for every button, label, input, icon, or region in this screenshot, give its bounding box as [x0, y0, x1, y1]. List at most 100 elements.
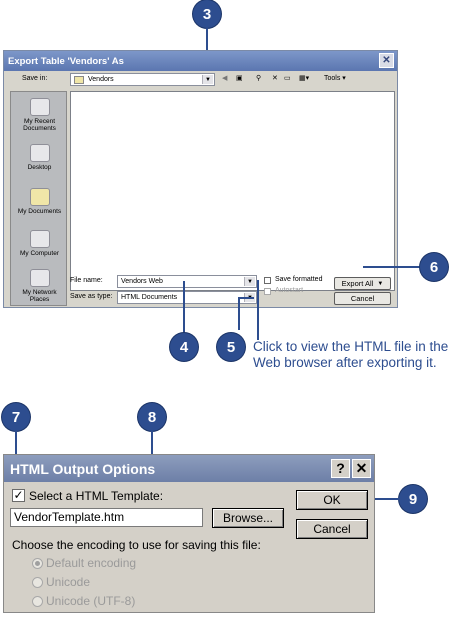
- save-in-select[interactable]: Vendors ▼: [70, 73, 215, 86]
- help-icon: ?: [336, 460, 345, 476]
- place-my-computer[interactable]: My Computer: [11, 230, 68, 257]
- export-all-label: Export All: [341, 279, 374, 288]
- save-type-value: HTML Documents: [121, 294, 178, 301]
- template-path-input[interactable]: VendorTemplate.htm: [10, 508, 203, 527]
- callout-3-number: 3: [202, 5, 212, 23]
- place-my-documents[interactable]: My Documents: [11, 188, 68, 215]
- network-icon: [29, 269, 50, 287]
- callout-9-number: 9: [408, 490, 418, 508]
- encoding-label: Choose the encoding to use for saving th…: [12, 538, 261, 552]
- callout-4: 4: [170, 333, 198, 361]
- autostart-label: Autostart: [275, 287, 304, 294]
- note-line-1: Click to view the HTML file in the: [253, 339, 449, 354]
- views-icon[interactable]: ▦▾: [299, 75, 310, 82]
- export-dialog-titlebar: Export Table 'Vendors' As ✕: [4, 51, 397, 71]
- radio-unicode[interactable]: [32, 577, 43, 588]
- callout-5-line-h: [238, 297, 254, 299]
- file-list[interactable]: [70, 91, 395, 291]
- html-dialog-title: HTML Output Options: [10, 460, 156, 477]
- close-button[interactable]: ✕: [379, 53, 394, 68]
- callout-6-number: 6: [429, 258, 439, 276]
- radio-default-encoding[interactable]: [32, 558, 43, 569]
- cancel-button[interactable]: Cancel: [334, 292, 391, 305]
- callout-6: 6: [420, 253, 448, 281]
- tools-label: Tools: [324, 75, 341, 82]
- place-label: My Recent: [23, 118, 56, 125]
- html-dialog-titlebar: HTML Output Options ? ✕: [4, 455, 374, 482]
- my-documents-icon: [29, 188, 50, 206]
- callout-6-line: [363, 266, 425, 268]
- recent-documents-icon: [29, 98, 50, 116]
- callout-5-number: 5: [226, 338, 236, 356]
- encoding-option-label: Unicode (UTF-8): [46, 594, 136, 608]
- file-name-value: Vendors Web: [121, 278, 163, 285]
- radio-unicode-utf8[interactable]: [32, 596, 43, 607]
- place-label: My Network: [22, 289, 57, 296]
- callout-8-number: 8: [147, 408, 157, 426]
- save-in-label: Save in:: [22, 75, 48, 82]
- chevron-down-icon: ▼: [244, 277, 255, 286]
- callout-8: 8: [138, 403, 166, 431]
- folder-icon: [74, 75, 84, 84]
- export-dialog-title: Export Table 'Vendors' As: [8, 55, 124, 67]
- autostart-checkbox[interactable]: [264, 288, 271, 295]
- callout-7: 7: [2, 403, 30, 431]
- tools-menu[interactable]: Tools ▾: [324, 75, 346, 82]
- place-label: Desktop: [27, 164, 52, 171]
- export-dialog: Export Table 'Vendors' As ✕ Save in: Ven…: [3, 50, 398, 308]
- checkmark-icon: ✓: [13, 488, 24, 502]
- save-formatted-label: Save formatted: [275, 276, 323, 283]
- place-label: Places: [29, 296, 50, 303]
- callout-4-line: [183, 281, 185, 333]
- template-path-value: VendorTemplate.htm: [14, 510, 125, 524]
- callout-9: 9: [399, 485, 427, 513]
- note-text: Click to view the HTML file in the Web b…: [253, 339, 448, 371]
- chevron-down-icon: ▼: [377, 280, 384, 287]
- callout-5-line: [238, 297, 240, 330]
- html-output-dialog: HTML Output Options ? ✕ ✓ Select a HTML …: [3, 454, 375, 613]
- save-type-select[interactable]: HTML Documents ▼: [117, 291, 257, 304]
- save-in-value: Vendors: [88, 76, 114, 83]
- back-icon[interactable]: ◀: [222, 75, 228, 82]
- desktop-icon: [29, 144, 50, 162]
- search-web-icon[interactable]: ⚲: [256, 75, 262, 82]
- file-name-label: File name:: [70, 277, 103, 284]
- callout-9-line: [365, 498, 399, 500]
- note-line: [257, 280, 259, 340]
- callout-3: 3: [193, 0, 221, 28]
- browse-label: Browse...: [222, 511, 273, 525]
- close-icon: ✕: [382, 55, 391, 66]
- callout-4-number: 4: [179, 338, 189, 356]
- cancel-label: Cancel: [313, 522, 351, 536]
- encoding-option-label: Default encoding: [46, 556, 137, 570]
- save-formatted-checkbox[interactable]: [264, 277, 271, 284]
- place-desktop[interactable]: Desktop: [11, 144, 68, 171]
- cancel-button[interactable]: Cancel: [296, 519, 368, 539]
- delete-icon[interactable]: ✕: [272, 75, 278, 82]
- place-label: My Documents: [17, 208, 62, 215]
- encoding-option-label: Unicode: [46, 575, 91, 589]
- help-button[interactable]: ?: [331, 459, 350, 478]
- file-name-input[interactable]: Vendors Web ▼: [117, 275, 257, 288]
- browse-button[interactable]: Browse...: [212, 508, 284, 528]
- close-button[interactable]: ✕: [352, 459, 371, 478]
- note-line-2: Web browser after exporting it.: [253, 355, 437, 370]
- new-folder-icon[interactable]: ▭: [284, 75, 291, 82]
- chevron-down-icon: ▼: [202, 75, 213, 84]
- places-bar: My Recent Documents Desktop My Documents…: [10, 91, 67, 306]
- save-type-label: Save as type:: [70, 293, 113, 300]
- place-my-recent-documents[interactable]: My Recent Documents: [11, 98, 68, 132]
- radio-dot: [35, 561, 40, 566]
- select-template-checkbox[interactable]: ✓: [12, 489, 25, 502]
- ok-label: OK: [323, 493, 341, 507]
- close-icon: ✕: [355, 460, 368, 476]
- place-label: Documents: [23, 125, 56, 132]
- cancel-label: Cancel: [350, 294, 375, 303]
- callout-5: 5: [217, 333, 245, 361]
- place-my-network-places[interactable]: My Network Places: [11, 269, 68, 303]
- up-folder-icon[interactable]: ▣: [236, 75, 243, 82]
- select-template-label: Select a HTML Template:: [29, 489, 164, 503]
- place-label: My Computer: [19, 250, 59, 257]
- ok-button[interactable]: OK: [296, 490, 368, 510]
- export-all-button[interactable]: Export All ▼: [334, 277, 391, 290]
